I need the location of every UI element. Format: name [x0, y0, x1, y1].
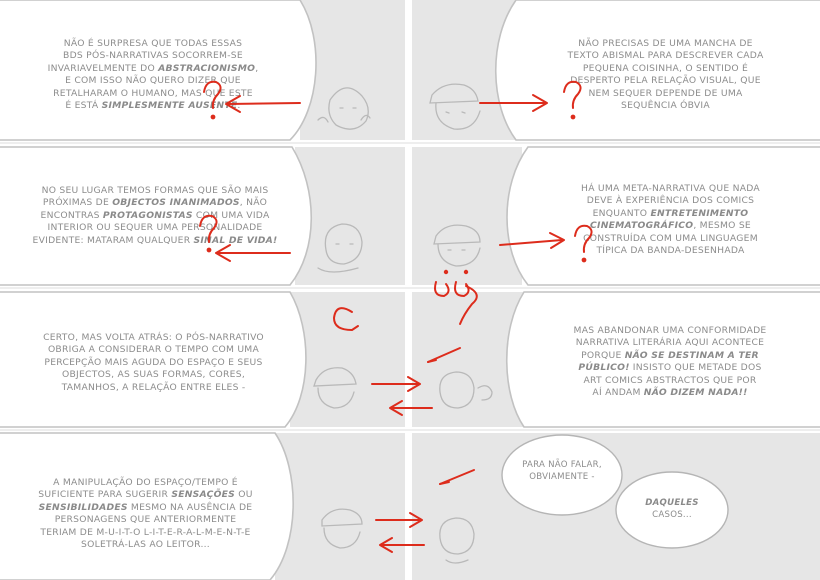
caption-row1-left: NÃO É SURPRESA QUE TODAS ESSAS BDS PÓS-N… [28, 38, 278, 112]
emphasis-text: NÃO SE DESTINAM A TER PÚBLICO! [578, 349, 759, 374]
emphasis-text: SENSIBILIDADES [38, 501, 128, 513]
caption-text: , MESMO SE CONSTRUÍDA COM UMA LINGUAGEM … [583, 220, 758, 257]
panel-row4-right [412, 433, 820, 580]
caption-row1-right: NÃO PRECISAS DE UMA MANCHA DE TEXTO ABIS… [548, 38, 783, 112]
caption-row2-right: HÁ UMA META-NARRATIVA QUE NADA DEVE À EX… [553, 183, 788, 257]
caption-text: PARA NÃO FALAR, OBVIAMENTE - [522, 460, 602, 482]
speech-bubble-2-text: DAQUELES CASOS... [622, 498, 722, 521]
emphasis-text: OBJECTOS INANIMADOS [112, 197, 240, 209]
caption-text: OU [238, 489, 253, 501]
panel-row2-left [295, 147, 405, 285]
caption-row2-left: NO SEU LUGAR TEMOS FORMAS QUE SÃO MAIS P… [20, 185, 290, 247]
caption-text: HÁ UMA META-NARRATIVA QUE NADA DEVE À EX… [581, 183, 760, 219]
emphasis-text: ABSTRACIONISMO [158, 62, 256, 74]
caption-text: NÃO PRECISAS DE UMA MANCHA DE TEXTO ABIS… [567, 38, 764, 112]
caption-text: , NÃO ENCONTRAS [40, 197, 268, 221]
arrow-left-row2 [215, 244, 291, 262]
caption-text: CERTO, MAS VOLTA ATRÁS: O PÓS-NARRATIVO … [43, 332, 264, 393]
emphasis-text: SIMPLESMENTE AUSENTE [101, 100, 238, 112]
caption-text: INSISTO QUE METADE DOS ART COMICS ABSTRA… [583, 362, 762, 399]
emphasis-text: SINAL DE VIDA! [193, 234, 278, 246]
panel-row2-right [412, 147, 522, 285]
panel-row3-right [412, 292, 527, 427]
emphasis-text: ENTRETENIMENTO CINEMATOGRÁFICO [590, 207, 749, 232]
caption-text: NO SEU LUGAR TEMOS FORMAS QUE SÃO MAIS P… [41, 185, 269, 209]
emphasis-text: DAQUELES [645, 498, 699, 508]
caption-row3-right: MAS ABANDONAR UMA CONFORMIDADE NARRATIVA… [545, 325, 795, 399]
caption-text: CASOS... [652, 509, 692, 520]
panel-row3-left [290, 292, 405, 427]
speech-bubble-1-text: PARA NÃO FALAR, OBVIAMENTE - [512, 460, 612, 483]
emphasis-text: NÃO DIZEM NADA!! [643, 387, 748, 399]
emphasis-text: SENSAÇÕES [171, 489, 236, 501]
panel-row4-left [275, 433, 405, 580]
caption-text: NÃO É SURPRESA QUE TODAS ESSAS BDS PÓS-N… [47, 38, 243, 74]
caption-text: MAS ABANDONAR UMA CONFORMIDADE NARRATIVA… [573, 325, 767, 361]
emphasis-text: PROTAGONISTAS [102, 209, 193, 221]
caption-text: MESMO NA AUSÊNCIA DE PERSONAGENS QUE ANT… [40, 501, 253, 551]
caption-row4-left: A MANIPULAÇÃO DO ESPAÇO/TEMPO É SUFICIEN… [18, 477, 273, 551]
caption-text: A MANIPULAÇÃO DO ESPAÇO/TEMPO É SUFICIEN… [38, 477, 238, 501]
panel-row1-left [300, 0, 405, 140]
caption-text: . [237, 100, 241, 112]
panel-row1-right [412, 0, 516, 140]
caption-row3-left: CERTO, MAS VOLTA ATRÁS: O PÓS-NARRATIVO … [16, 332, 291, 394]
